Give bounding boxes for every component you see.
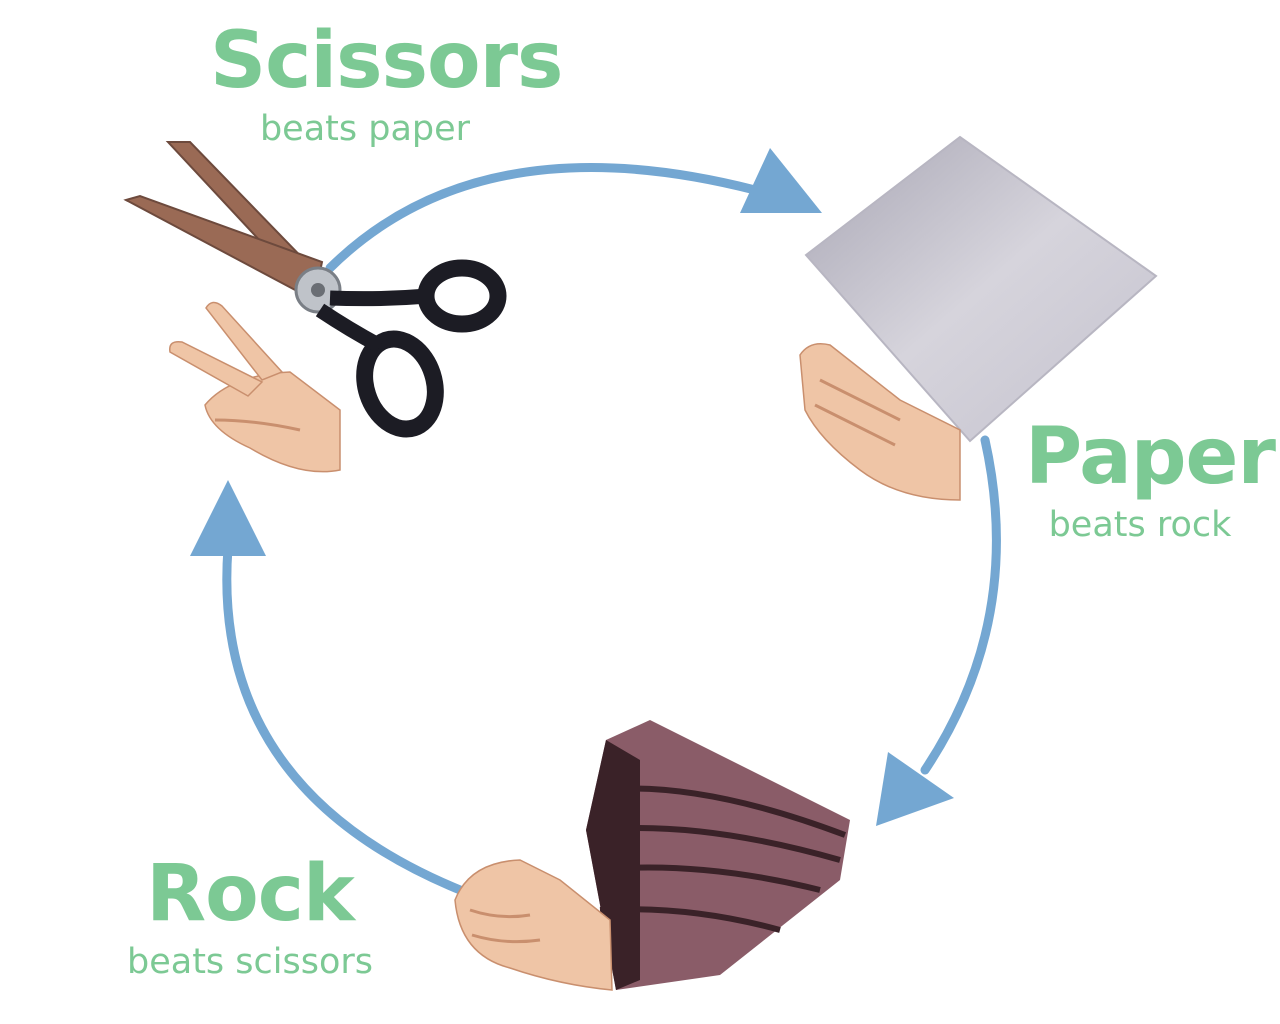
arrow-scissors-to-paper — [325, 163, 760, 273]
scissors-label: Scissors beats paper — [210, 16, 563, 149]
arrowheads — [190, 148, 954, 826]
flat-hand-icon — [799, 343, 961, 501]
paper-title: Paper — [1025, 412, 1276, 502]
arrowhead-to-paper — [740, 148, 822, 213]
paper-sheet-icon — [804, 135, 1158, 443]
scissors-title: Scissors — [210, 16, 563, 106]
cycle-arrows — [222, 163, 1001, 897]
scissors-icon — [123, 141, 507, 438]
paper-label: Paper beats rock — [1025, 412, 1276, 545]
arrow-rock-to-scissors — [222, 543, 470, 897]
paper-subtitle: beats rock — [1048, 505, 1232, 545]
rock-title: Rock — [146, 849, 355, 939]
arrowhead-to-rock — [876, 752, 954, 826]
fist-icon — [454, 859, 613, 991]
scissors-hand-icon — [169, 301, 341, 473]
rock-label: Rock beats scissors — [110, 855, 390, 980]
arrow-paper-to-rock — [920, 435, 1001, 775]
scissors-subtitle: beats paper — [259, 109, 471, 149]
arrowhead-to-scissors — [190, 480, 266, 556]
rock-subtitle: beats scissors — [127, 942, 373, 982]
rock-icon — [586, 720, 850, 990]
